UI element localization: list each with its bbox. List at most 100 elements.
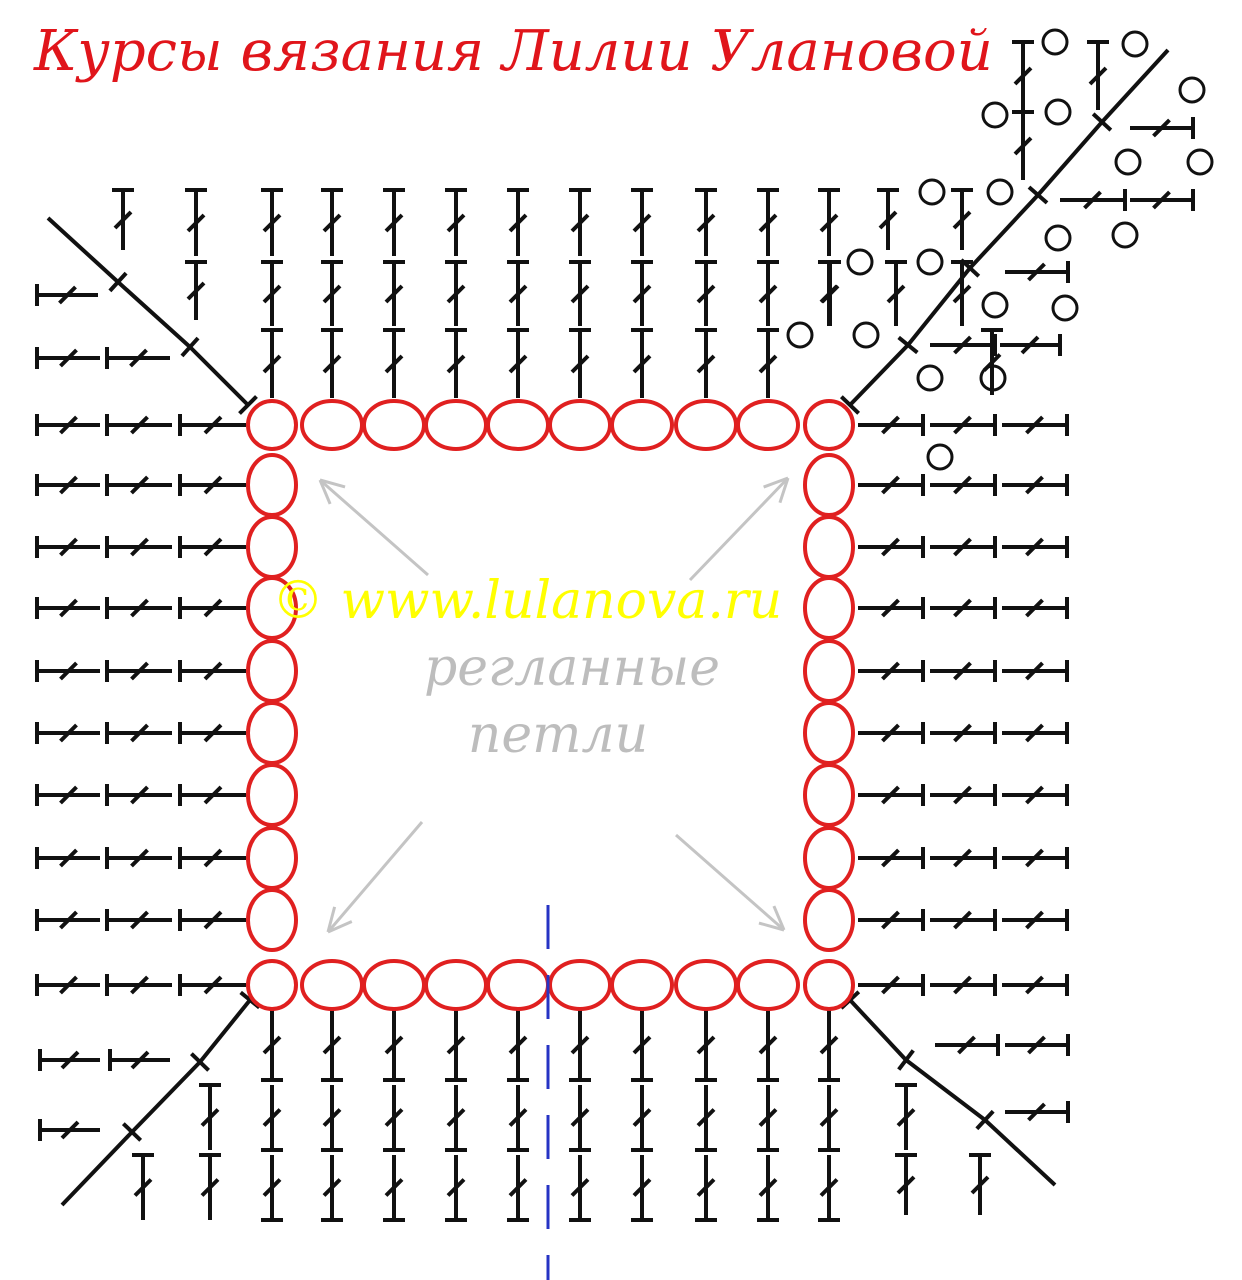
stitch-slash (59, 848, 78, 868)
chain-stitch (918, 178, 946, 206)
chain-loop (803, 959, 855, 1011)
stitch-symbol (35, 909, 100, 931)
stitch-symbol (631, 260, 653, 326)
raglan-stem (968, 193, 1040, 270)
stitch-symbol (951, 188, 973, 250)
stitch-slash (59, 348, 78, 368)
stitch-symbol (132, 1153, 154, 1220)
chain-loop (803, 639, 855, 703)
raglan-stitch (116, 280, 200, 358)
stitch-symbol (178, 474, 246, 496)
raglan-stitch (60, 1122, 143, 1207)
stitch-slash (758, 284, 778, 304)
stitch-slash (508, 284, 528, 304)
stitch-slash (758, 1178, 778, 1197)
stitch-slash (322, 1035, 342, 1055)
chain-loop (548, 399, 612, 451)
stitch-symbol (105, 347, 170, 369)
stitch-slash (970, 1175, 990, 1195)
arrow-head (326, 906, 337, 933)
chain-stitch (981, 291, 1009, 319)
stitch-symbol (858, 474, 925, 496)
stitch-slash (881, 661, 900, 681)
stitch-symbol (507, 1155, 529, 1222)
stitch-slash (130, 785, 149, 805)
stitch-slash (1025, 598, 1044, 618)
chain-loop (246, 826, 298, 890)
stitch-symbol (105, 597, 172, 619)
stitch-symbol (631, 328, 653, 398)
chain-stitch (1178, 76, 1206, 104)
stitch-symbol (1002, 784, 1069, 806)
stitch-slash (322, 284, 342, 304)
stitch-slash (1025, 537, 1044, 557)
chain-stitch (1186, 148, 1214, 176)
stitch-symbol (105, 784, 172, 806)
stitch-symbol (445, 1085, 467, 1152)
stitch-symbol (35, 847, 100, 869)
stitch-slash (696, 284, 716, 304)
stitch-symbol (383, 1085, 405, 1152)
chain-loop (246, 888, 298, 952)
stitch-symbol (1005, 1034, 1070, 1056)
raglan-bar (1027, 185, 1049, 205)
stitch-symbol (507, 188, 529, 256)
stitch-slash (1013, 66, 1033, 86)
arrow-shaft (688, 476, 790, 582)
chain-stitch (916, 364, 944, 392)
stitch-symbol (930, 974, 997, 996)
stitch-slash (570, 354, 590, 374)
stitch-slash (59, 598, 78, 618)
stitch-slash (696, 1035, 716, 1055)
stitch-symbol (858, 597, 925, 619)
stitch-slash (696, 213, 716, 233)
stitch-symbol (178, 414, 246, 436)
stitch-symbol (631, 1085, 653, 1152)
stitch-slash (322, 213, 342, 233)
raglan-bar (897, 335, 919, 355)
stitch-symbol (858, 974, 925, 996)
raglan-stem (906, 266, 972, 347)
stitch-slash (203, 598, 223, 618)
chain-stitch (852, 321, 880, 349)
stitch-slash (696, 1108, 716, 1127)
stitch-slash (1027, 1102, 1046, 1122)
chain-stitch (981, 101, 1009, 129)
stitch-symbol (858, 909, 925, 931)
chain-loop (362, 399, 426, 451)
stitch-slash (1025, 785, 1044, 805)
stitch-symbol (261, 1085, 283, 1152)
stitch-symbol (105, 474, 172, 496)
stitch-slash (953, 785, 972, 805)
raglan-stem (983, 1118, 1057, 1187)
chain-loop (803, 515, 855, 579)
stitch-slash (129, 348, 148, 368)
stitch-slash (60, 1120, 80, 1140)
stitch-slash (130, 910, 149, 930)
annotation-line-2: петли (468, 705, 648, 765)
chain-loop (548, 959, 612, 1011)
stitch-symbol (105, 414, 172, 436)
stitch-slash (1025, 661, 1044, 681)
stitch-slash (881, 785, 900, 805)
stitch-symbol (261, 328, 283, 398)
arrow-head (772, 905, 786, 931)
stitch-slash (820, 284, 840, 304)
stitch-symbol (695, 260, 717, 326)
stitch-symbol (35, 660, 100, 682)
stitch-symbol (1060, 189, 1127, 211)
stitch-slash (570, 1178, 590, 1197)
stitch-slash (886, 284, 906, 304)
stitch-symbol (930, 909, 997, 931)
chain-loop (803, 576, 855, 640)
stitch-slash (632, 1178, 652, 1197)
stitch-symbol (569, 328, 591, 398)
stitch-symbol (818, 1155, 840, 1222)
stitch-symbol (930, 722, 997, 744)
raglan-stem (1036, 120, 1104, 197)
stitch-slash (1088, 66, 1108, 86)
stitch-slash (1025, 975, 1044, 995)
stitch-slash (1025, 475, 1044, 495)
stitch-slash (632, 284, 652, 304)
arrow-head (758, 921, 785, 932)
